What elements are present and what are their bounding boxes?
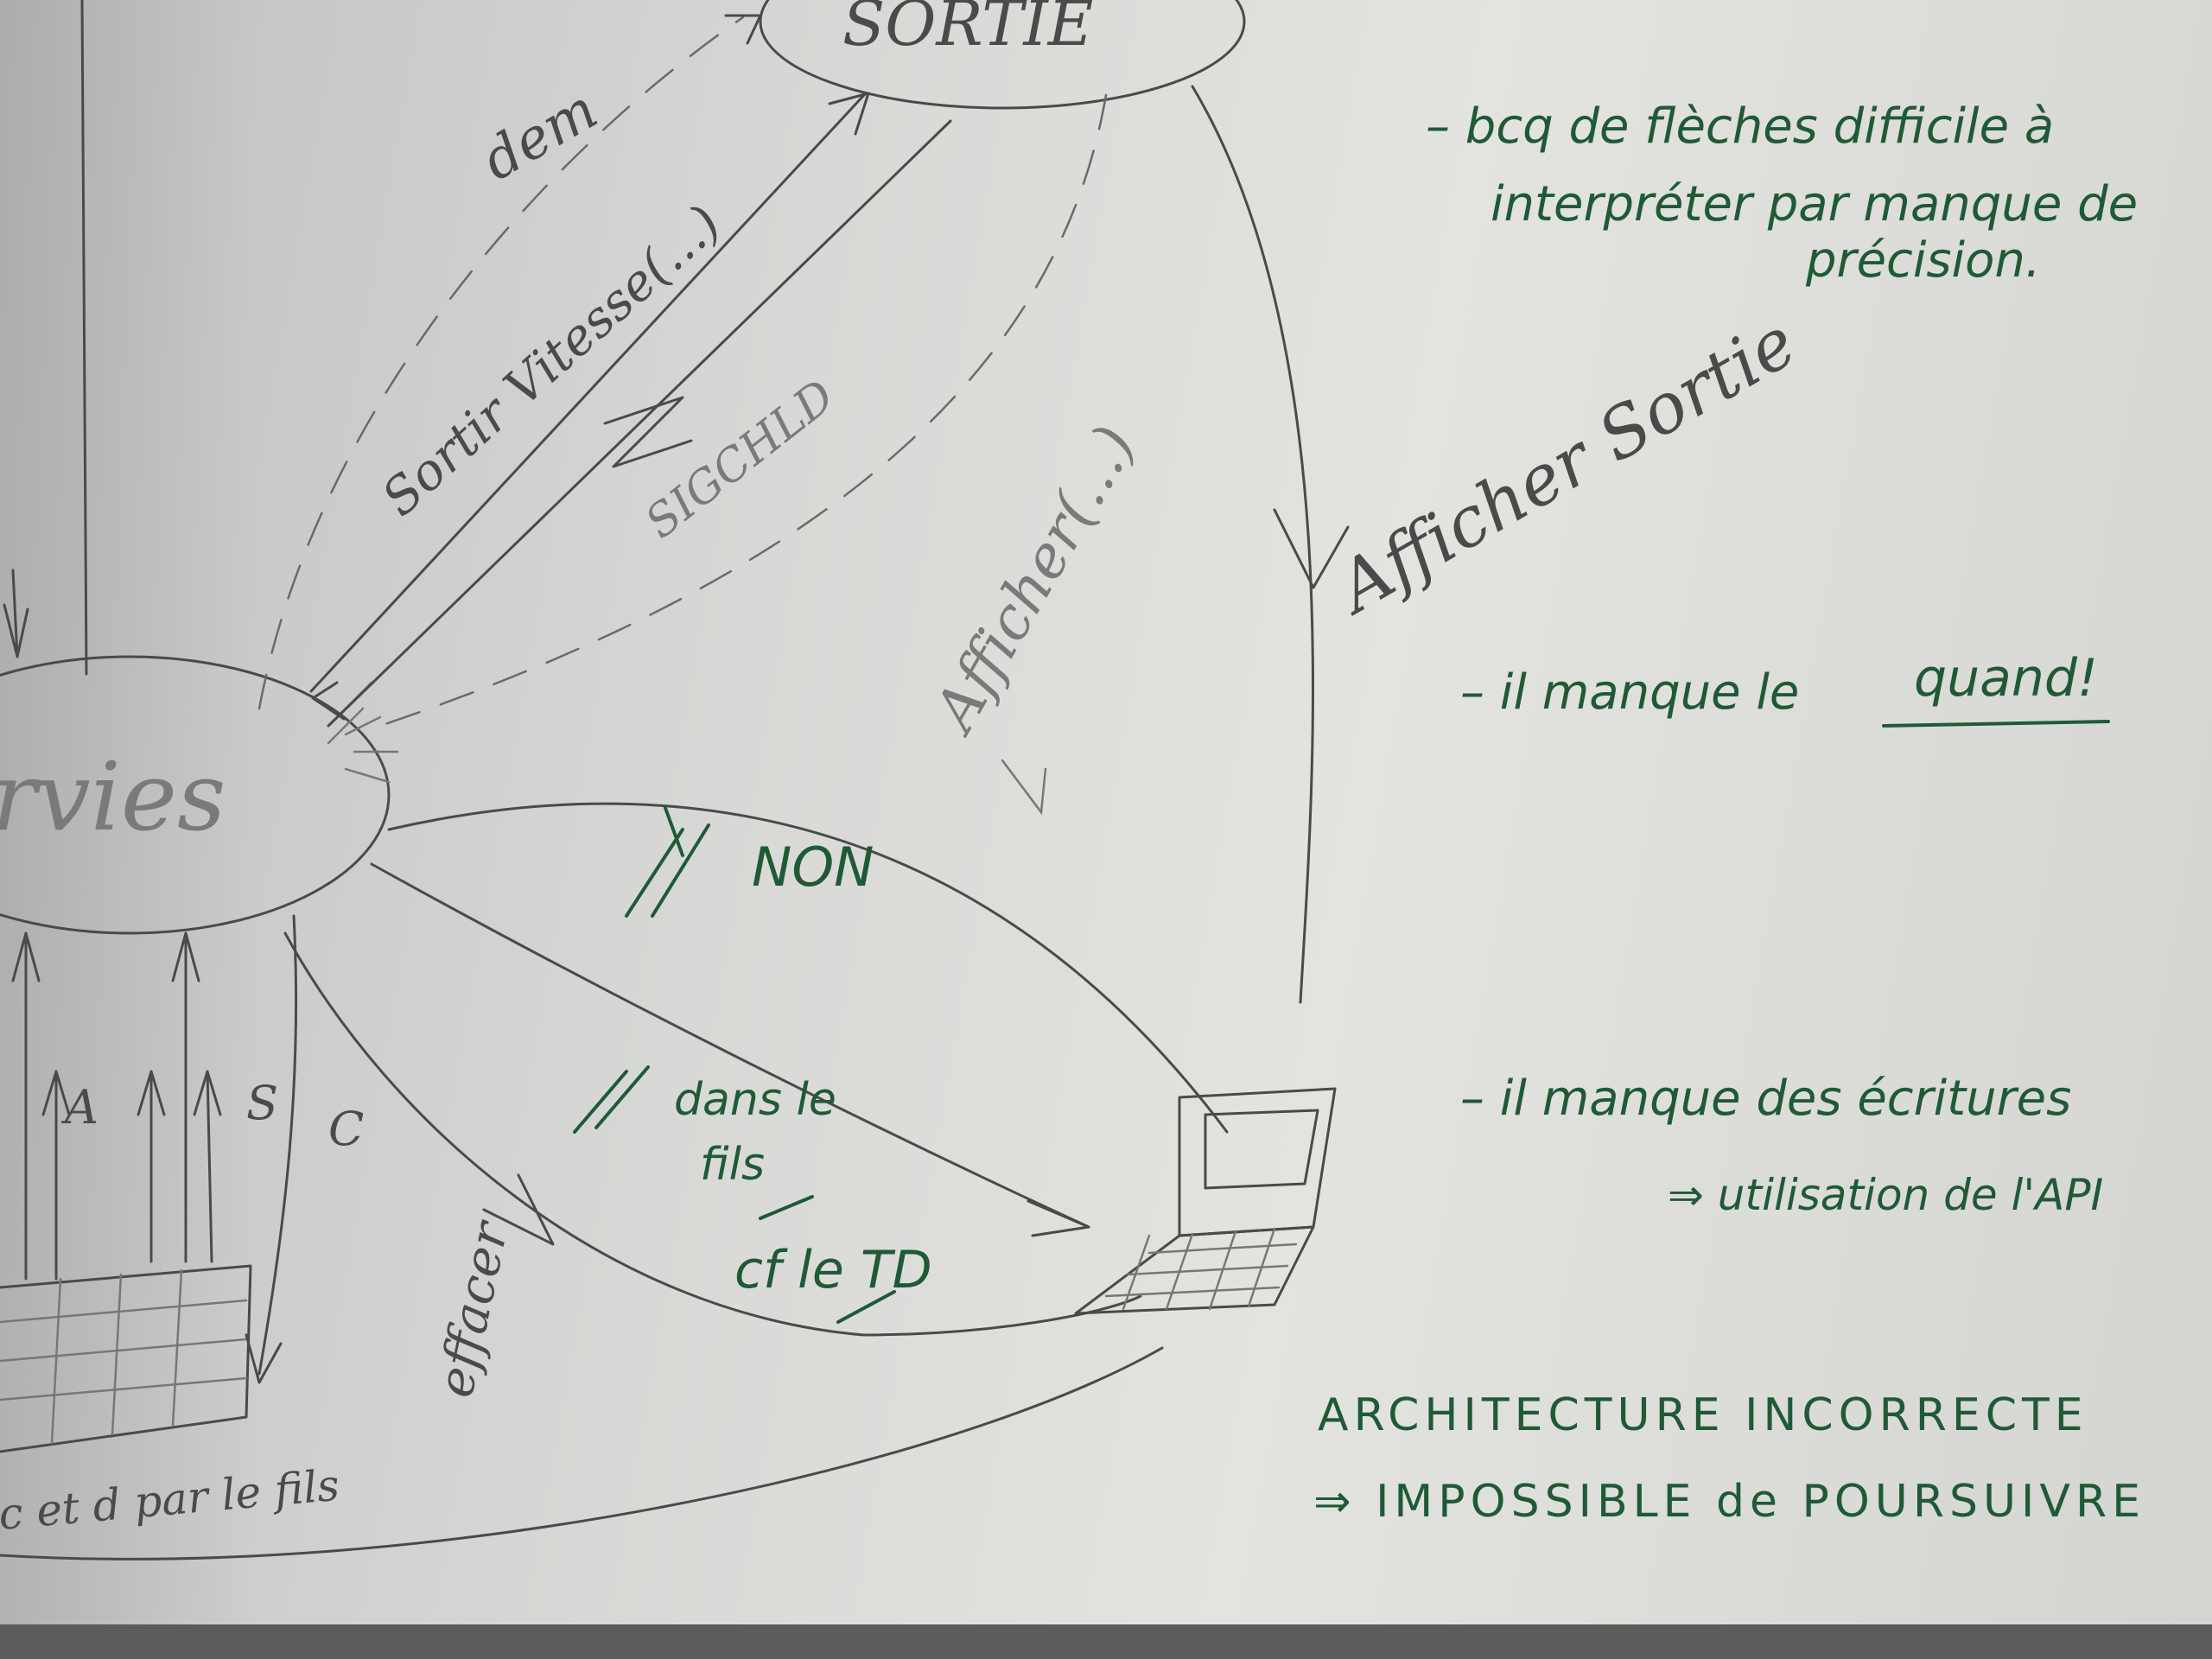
server-label: rvies (0, 741, 226, 852)
note2-underline (1882, 720, 2110, 728)
sigchld-bolt (603, 396, 693, 468)
laptop-icon (1074, 1087, 1337, 1315)
effacer-curve (283, 931, 1142, 1337)
sigchld-arrowhead (311, 681, 346, 721)
sortie-node (759, 0, 1246, 110)
label-a: A (60, 1080, 99, 1135)
sortir-vitesse-arrowhead (828, 92, 870, 136)
bottom-curve (0, 1346, 1164, 1560)
left-down-arrow (3, 569, 29, 658)
c-et-d-label: c et d par le fils (0, 1460, 341, 1540)
server-node (0, 655, 391, 935)
note1-line2: interpréter par manque de (1491, 176, 2138, 232)
afficher-label: Afficher(...) (918, 415, 1149, 747)
afficher-arrowhead (1001, 759, 1047, 816)
sortir-vitesse-arrow (309, 93, 866, 693)
dem-label: dem (472, 78, 608, 194)
paper-shadow (0, 0, 259, 1659)
note2-prefix: – il manque le (1460, 664, 1799, 721)
fils-label: fils (700, 1139, 765, 1191)
cf-td-label: cf le TD (734, 1240, 932, 1300)
conclusion-line1: ARCHITECTURE INCORRECTE (1318, 1389, 2088, 1441)
dem-arrowhead (724, 14, 762, 45)
note3-sub: ⇒ utilisation de l'API (1668, 1170, 2103, 1220)
sortie-label: SORTIE (842, 0, 1093, 60)
server-to-laptop-arrowhead (1027, 1199, 1090, 1237)
afficher-sortie-arrow (1191, 85, 1314, 1004)
afficher-sortie-arrowhead (1273, 508, 1350, 589)
table-edge (0, 1624, 2212, 1659)
effacer-arrowhead (482, 1173, 555, 1246)
left-vertical-line (80, 0, 88, 676)
left-grid-device (0, 1264, 252, 1453)
note3: – il manque des écritures (1460, 1071, 2071, 1127)
tick-mark (759, 1195, 814, 1220)
effacer-label: effacer (425, 1215, 520, 1402)
sortir-vitesse-arrow-2 (327, 119, 952, 728)
non-label: NON (752, 836, 874, 899)
afficher-sortie-label: Afficher Sortie (1319, 302, 1809, 631)
afficher-arrow (387, 802, 1229, 1134)
server-to-laptop-arrow (370, 862, 1090, 1229)
cf-td-mark (836, 1290, 896, 1324)
radiating-marks (327, 681, 399, 784)
dem-arrow (257, 16, 745, 710)
note1-line1: – bcq de flèches difficile à (1426, 99, 2054, 155)
dans-le-label: dans le (674, 1074, 836, 1126)
dashed-sortie-return (378, 93, 1108, 728)
conclusion-line2: ⇒ IMPOSSIBLE de POURSUIVRE (1313, 1476, 2145, 1528)
label-c: C (328, 1102, 364, 1156)
non-strike (625, 806, 710, 918)
note1-line3: précision. (1805, 232, 2041, 289)
dans-fils-strike (573, 1065, 650, 1134)
note2-emphasis: quand! (1914, 648, 2098, 709)
label-s: S (246, 1076, 278, 1130)
vertical-arrows (11, 914, 298, 1384)
